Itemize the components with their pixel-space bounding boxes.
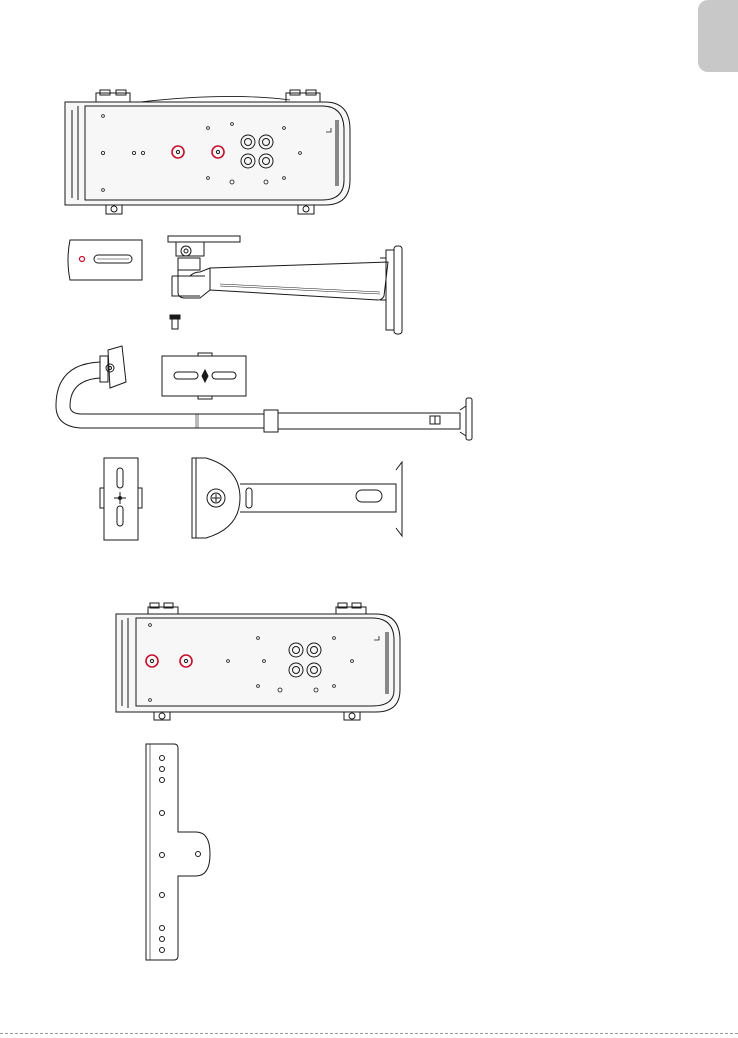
t-bar-holes: [160, 756, 201, 953]
sunshield-clip-right: [286, 90, 320, 103]
short-arm-bracket: [192, 458, 402, 538]
wall-mount-bracket: [168, 236, 402, 334]
bracket-screw: [170, 315, 180, 329]
gooseneck-pole-mount: [56, 346, 472, 440]
housing-top-view: [65, 90, 350, 214]
pole-adapter-plate: [162, 353, 246, 399]
sunshield-clip-left: [96, 90, 130, 103]
t-mounting-bar: [146, 744, 210, 960]
bracket-plate-top-view: [68, 240, 142, 280]
housing-bottom-view: [116, 603, 400, 720]
adapter-plate-vertical: [100, 458, 142, 540]
page-bottom-rule: [0, 1033, 738, 1034]
